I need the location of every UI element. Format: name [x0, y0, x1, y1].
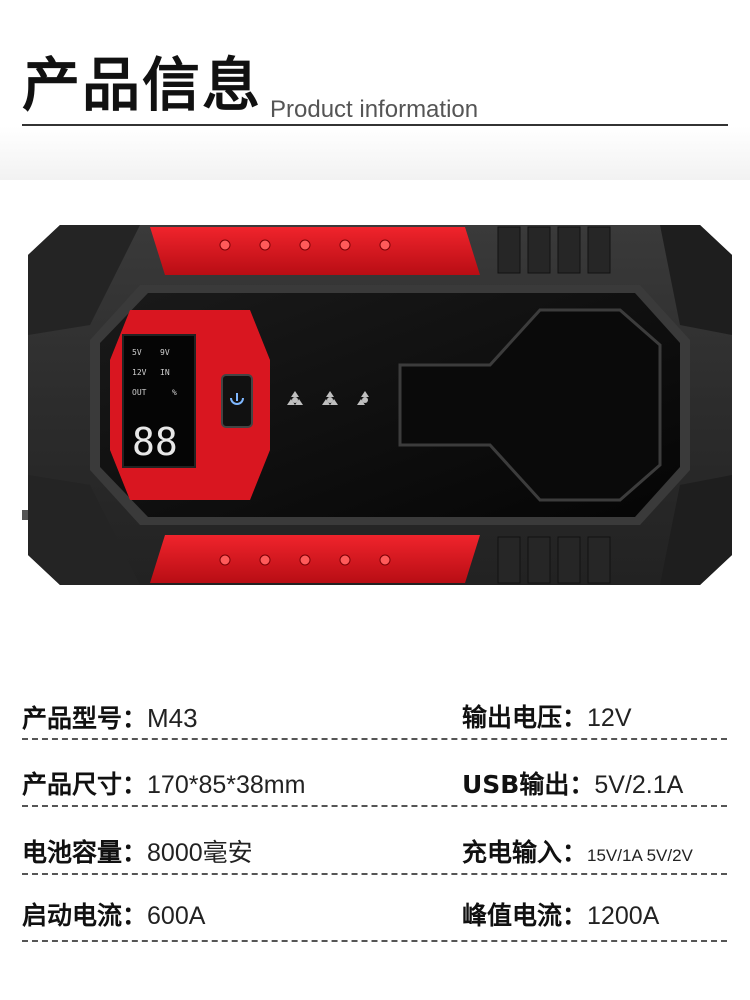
spec-divider — [22, 738, 727, 740]
title-divider — [22, 124, 728, 126]
lcd-label: OUT — [132, 388, 147, 397]
spec-usb-output: USB输出：5V/2.1A — [462, 770, 684, 799]
bottom-red-strip — [150, 535, 480, 583]
page-subtitle: Product information — [270, 96, 479, 123]
grip-ribs-top — [497, 226, 611, 274]
lcd-label: 9V — [160, 348, 170, 357]
corner-bumper — [660, 225, 732, 335]
lcd-label: 12V — [132, 368, 147, 377]
fan-icon — [322, 391, 338, 405]
led-dots-top — [219, 239, 391, 251]
lcd-label: % — [172, 388, 177, 397]
spec-size: 产品尺寸：170*85*38mm — [22, 770, 306, 799]
corner-bumper — [28, 225, 140, 335]
side-button — [22, 510, 28, 520]
fan-icon — [287, 391, 303, 405]
spec-output-voltage: 输出电压：12V — [462, 703, 632, 732]
spec-divider — [22, 873, 727, 875]
spec-charge-input: 充电输入：15V/1A 5V/2V — [462, 838, 693, 867]
spec-battery: 电池容量：8000毫安 — [22, 838, 253, 867]
lcd-digits: 88 — [132, 420, 178, 464]
power-icon — [230, 393, 244, 405]
spec-peak-current: 峰值电流：1200A — [462, 901, 660, 930]
corner-bumper — [660, 475, 732, 585]
corner-bumper — [28, 475, 140, 585]
product-image: 5V 9V 12V IN OUT % 88 — [22, 225, 732, 585]
top-red-strip — [150, 227, 480, 275]
fan-icon — [357, 391, 373, 405]
spec-start-current: 启动电流：600A — [22, 901, 206, 930]
page-title: 产品信息 — [22, 51, 263, 119]
spec-divider — [22, 805, 727, 807]
lcd-label: 5V — [132, 348, 142, 357]
grip-ribs-bottom — [497, 536, 611, 584]
led-dots-bottom — [219, 554, 391, 566]
header-section: 产品信息 Product information — [0, 0, 750, 180]
spec-model: 产品型号：M43 — [22, 703, 198, 733]
spec-divider — [22, 940, 727, 942]
jump-port — [398, 308, 662, 502]
lcd-screen — [122, 334, 196, 468]
lcd-label: IN — [160, 368, 170, 377]
